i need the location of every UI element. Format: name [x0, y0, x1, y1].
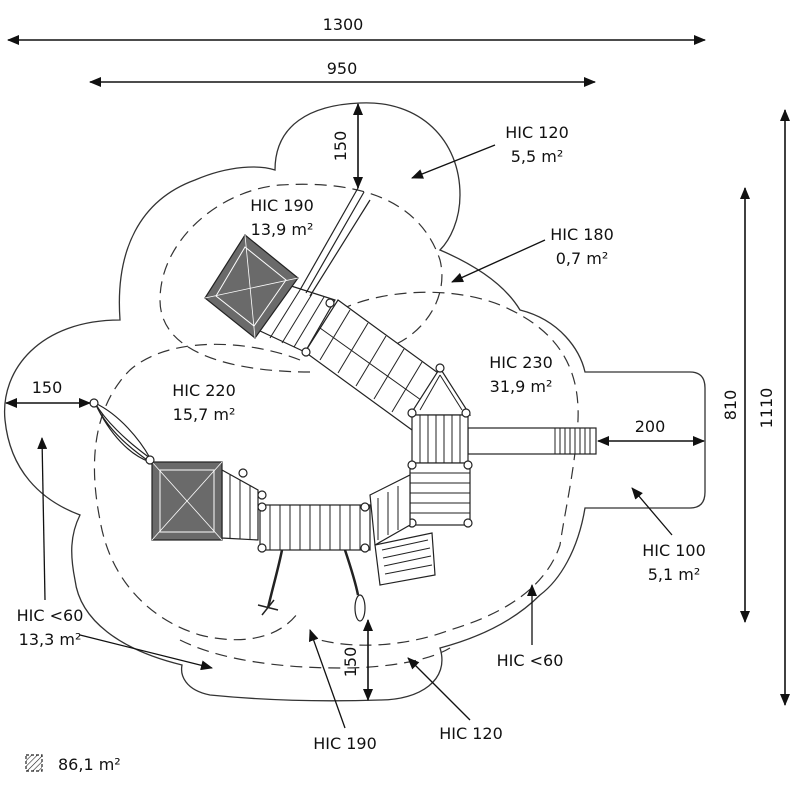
- zone-hic60-right-label: HIC <60: [497, 651, 564, 670]
- hatched-square-icon: [25, 754, 43, 772]
- dim-total-height-label: 1110: [757, 388, 776, 429]
- leader-hic100: [631, 487, 673, 536]
- leader-hic60-left-2: [79, 634, 213, 671]
- zone-hic230-area: 31,9 m²: [490, 377, 553, 396]
- climbing-ramp: [369, 474, 436, 586]
- dim-top-margin-label: 150: [331, 131, 350, 162]
- leader-hic180: [451, 239, 546, 283]
- zone-hic100-label: HIC 100: [642, 541, 706, 560]
- legend: 86,1 m²: [25, 754, 121, 774]
- swing-ropes: [257, 549, 366, 622]
- zone-hic190-bottom-label: HIC 190: [313, 734, 377, 753]
- dim-total-width-label: 1300: [323, 15, 364, 34]
- zone-hic120-top-area: 5,5 m²: [511, 147, 564, 166]
- dim-structure-height-label: 810: [721, 390, 740, 421]
- zone-hic60-left-label: HIC <60: [17, 606, 84, 625]
- left-tower: [151, 461, 267, 541]
- climbing-element: [89, 398, 155, 465]
- zone-hic180-area: 0,7 m²: [556, 249, 609, 268]
- zone-hic120-top-label: HIC 120: [505, 123, 569, 142]
- zone-hic180-label: HIC 180: [550, 225, 614, 244]
- zone-hic120-bottom-label: HIC 120: [439, 724, 503, 743]
- bottom-bridge: [257, 502, 371, 553]
- safety-zone-outline: [3, 102, 706, 702]
- zone-hic60-left-area: 13,3 m²: [19, 630, 82, 649]
- zone-hic220-area: 15,7 m²: [173, 405, 236, 424]
- legend-total-area: 86,1 m²: [58, 755, 121, 774]
- leader-hic120-bottom: [407, 657, 471, 721]
- tube-slide: [467, 427, 597, 455]
- dim-slide-margin-label: 200: [635, 417, 666, 436]
- zone-hic100-area: 5,1 m²: [648, 565, 701, 584]
- falling-zone-bottom: [179, 639, 451, 669]
- zone-hic220-label: HIC 220: [172, 381, 236, 400]
- zone-hic190-top-label: HIC 190: [250, 196, 314, 215]
- dim-structure-width-label: 950: [327, 59, 358, 78]
- zone-hic190-top-area: 13,9 m²: [251, 220, 314, 239]
- dim-left-margin-label: 150: [32, 378, 63, 397]
- top-tower: [204, 187, 371, 357]
- leader-hic190-bottom: [308, 629, 346, 729]
- dim-bottom-margin-label: 150: [341, 647, 360, 678]
- zone-hic230-label: HIC 230: [489, 353, 553, 372]
- falling-zone-right: [319, 291, 579, 646]
- right-tower: [407, 363, 473, 528]
- falling-zone-top: [159, 183, 443, 373]
- falling-zone-left: [93, 343, 301, 641]
- leader-hic60-left: [37, 437, 48, 601]
- leader-hic120-top: [411, 144, 496, 179]
